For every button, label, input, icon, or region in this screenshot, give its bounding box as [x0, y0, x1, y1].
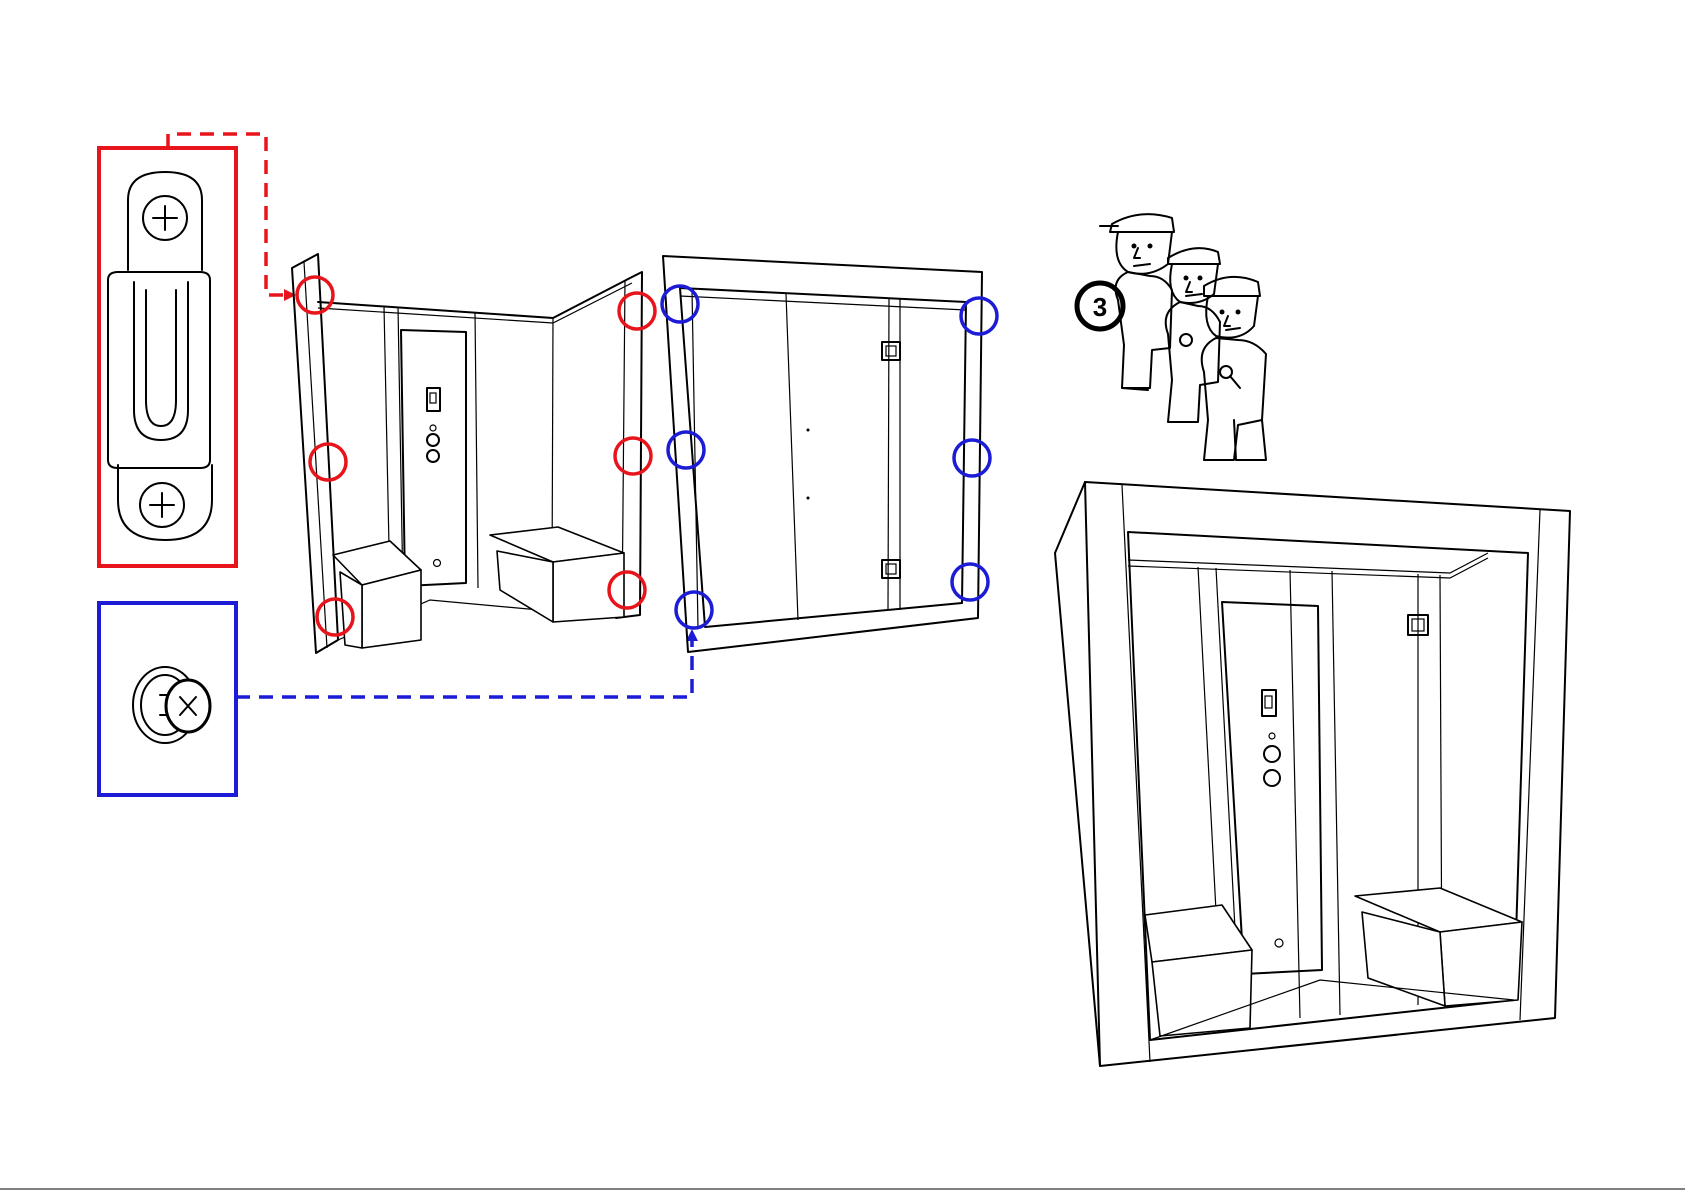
worker-icon	[1202, 277, 1266, 460]
blue-marker	[954, 440, 990, 476]
red-marker	[615, 438, 651, 474]
screw-callout	[99, 603, 236, 795]
screw-position-markers	[662, 286, 997, 628]
sauna-front-wall-icon	[663, 256, 982, 652]
blue-marker	[668, 432, 704, 468]
worker-icon	[1166, 248, 1220, 422]
hook-callout-frame	[99, 148, 236, 566]
red-marker	[297, 277, 333, 313]
helpers-count-label: 3	[1093, 292, 1107, 322]
sauna-assembled-icon	[1055, 482, 1570, 1066]
hook-bracket-callout	[99, 148, 236, 566]
screw-leader-line	[236, 637, 692, 697]
blue-marker	[676, 592, 712, 628]
blue-marker	[952, 564, 988, 600]
three-workers-icon: 3	[1077, 214, 1266, 460]
